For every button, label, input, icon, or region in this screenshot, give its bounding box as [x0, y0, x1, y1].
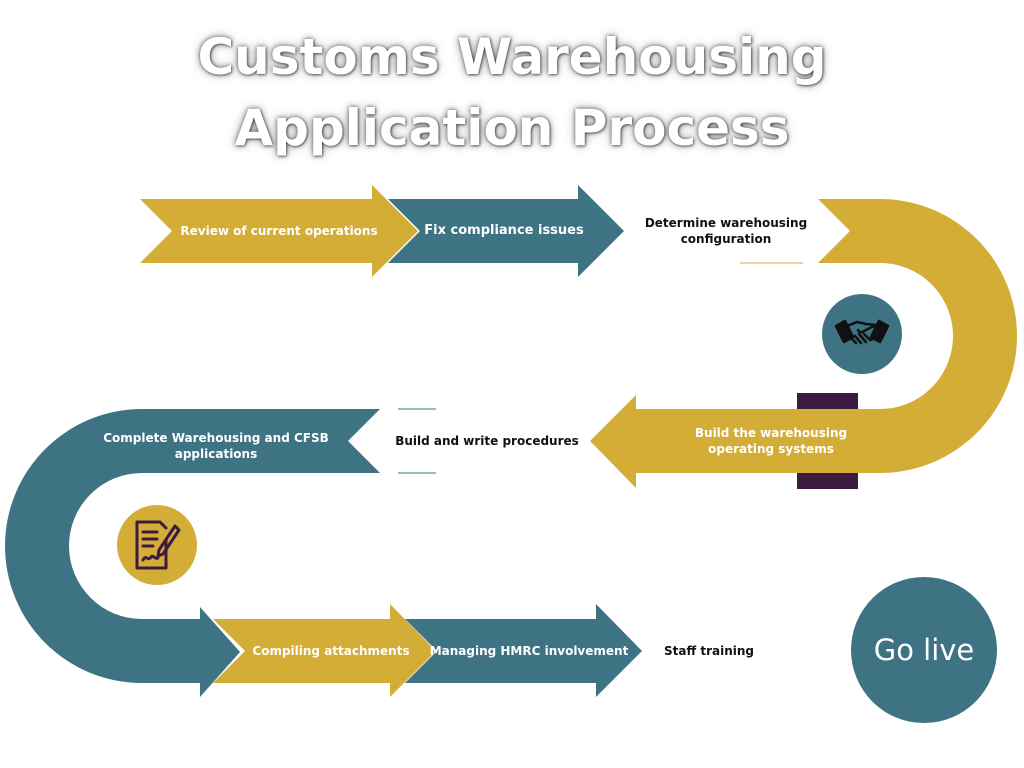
arrow-compiling [213, 604, 436, 697]
step-determine-line-2: configuration [680, 232, 772, 246]
arrow-review [140, 185, 418, 277]
arrow-fix [388, 185, 624, 277]
step-managing-label: Managing HMRC involvement [429, 644, 629, 658]
step-complete-label: Complete Warehousing and CFSB applicatio… [103, 430, 329, 462]
handshake-icon-glyph [834, 319, 890, 345]
step-complete-line-1: Complete Warehousing and CFSB [103, 431, 329, 445]
go-live-label: Go live [873, 633, 975, 667]
arrow-managing [405, 604, 642, 697]
right-u-turn [690, 199, 1017, 473]
step-build-procedures-label: Build and write procedures [395, 434, 579, 448]
step-build-systems-line-2: operating systems [708, 442, 834, 456]
step-complete-line-2: applications [174, 447, 258, 461]
arrow-build-systems [590, 395, 840, 488]
left-u-turn [5, 409, 380, 697]
page-title-line-2: Application Process [234, 99, 790, 157]
step-build-systems-label: Build the warehousing operating systems [695, 425, 847, 457]
page-title-line-1: Customs Warehousing [197, 28, 827, 86]
document-pen-icon-glyph [135, 520, 181, 570]
step-build-systems-line-1: Build the warehousing [694, 426, 848, 440]
step-determine-line-1: Determine warehousing [644, 216, 808, 230]
step-determine-label: Determine warehousing configuration [645, 215, 807, 247]
go-live-circle: Go live [851, 577, 997, 723]
step-compiling-label: Compiling attachments [252, 644, 410, 658]
step-training-label: Staff training [663, 644, 755, 658]
step-fix-label: Fix compliance issues [424, 223, 584, 238]
document-pen-icon [117, 505, 197, 585]
page-title: Customs Warehousing Application Process [0, 22, 1024, 164]
handshake-icon [822, 294, 902, 374]
step-review-label: Review of current operations [180, 224, 378, 238]
